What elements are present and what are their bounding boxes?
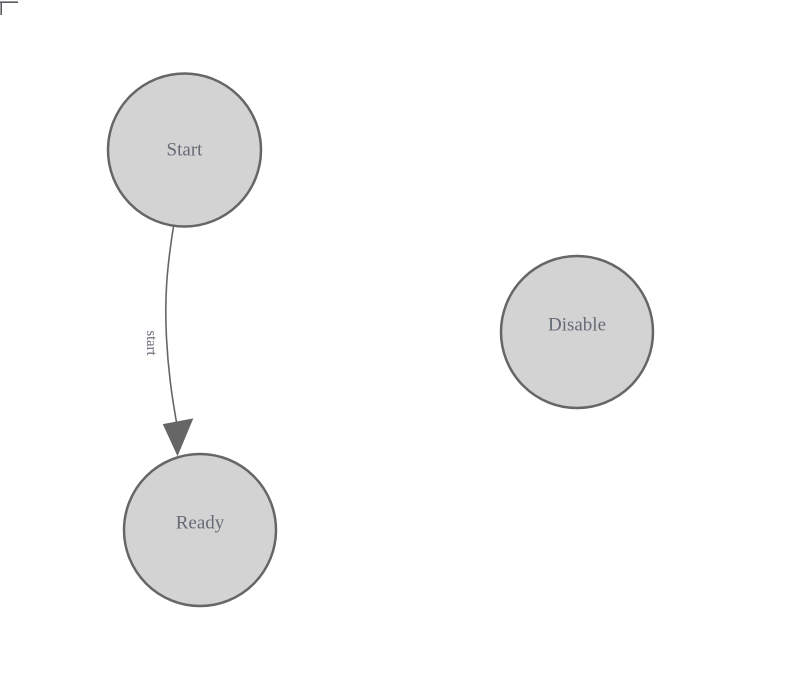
edge-start-to-ready[interactable]: start	[143, 226, 194, 457]
edge-label-start: start	[143, 331, 159, 356]
edge-line	[164, 226, 179, 429]
node-start[interactable]: Start	[106, 72, 263, 228]
node-disable-label: Disable	[548, 315, 606, 336]
node-start-label: Start	[167, 140, 204, 161]
node-ready-label: Ready	[176, 513, 225, 534]
top-left-corner-mark	[0, 1, 18, 15]
node-disable-circle	[499, 254, 655, 410]
node-start-circle	[106, 72, 263, 228]
node-disable[interactable]: Disable	[499, 254, 655, 410]
node-ready[interactable]: Ready	[122, 452, 278, 608]
arrowhead-icon	[162, 418, 194, 457]
node-ready-circle	[122, 452, 278, 608]
